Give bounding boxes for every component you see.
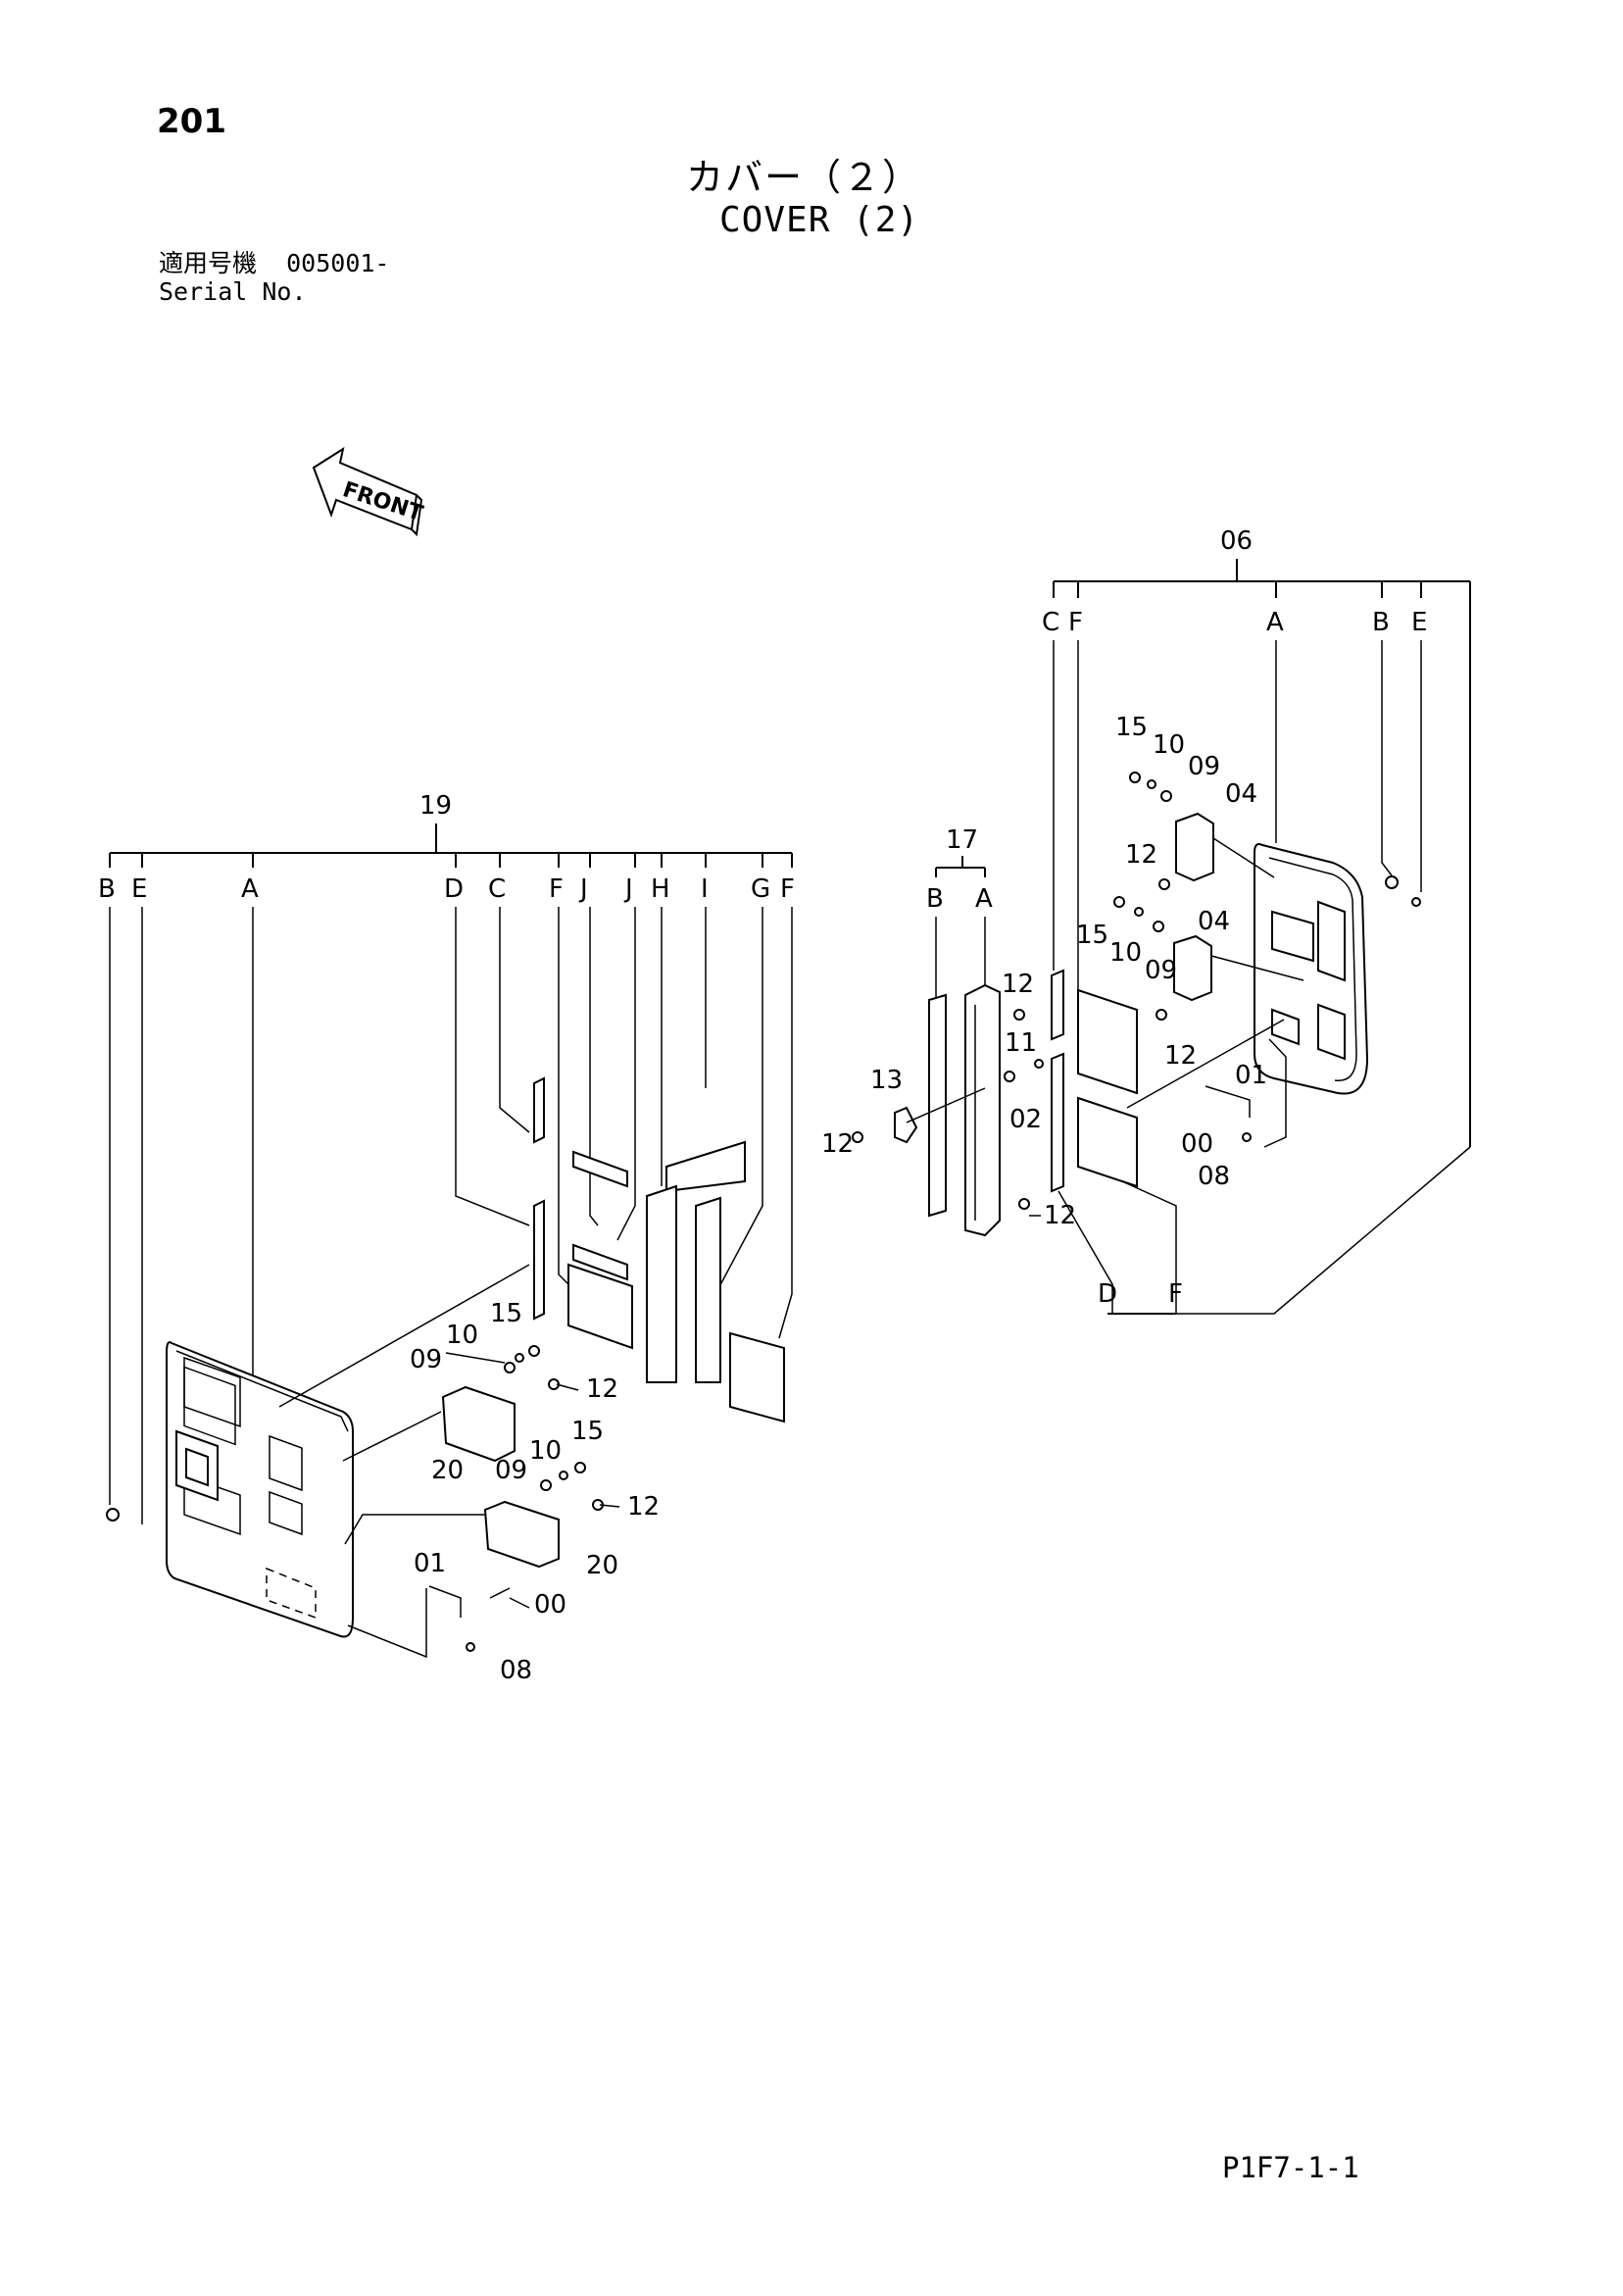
right-seal-strips: D F [1051,969,1183,1315]
callout-00-a: 00 [534,1590,566,1620]
callout-12-g: 12 [1164,1041,1197,1071]
callout-11: 11 [1005,1028,1037,1058]
left-fasteners [106,1345,604,1652]
right-brackets [1173,812,1214,1002]
g06-letter-a: A [1266,608,1284,637]
g19-letter-a: A [241,874,259,904]
left-cover-panel [166,1341,354,1638]
callout-15-d: 15 [1076,921,1108,950]
callout-15-b: 15 [571,1417,604,1446]
left-panel-latch [175,1429,219,1502]
g19-letter-f: F [549,874,564,904]
callout-20-a: 20 [431,1456,464,1485]
callout-15-a: 15 [490,1299,522,1328]
right-callouts: 15 10 09 04 12 15 10 09 04 12 01 00 08 [1076,713,1267,1191]
right-fasteners [1113,772,1421,1142]
callout-12-d: 12 [821,1129,854,1159]
callout-10-a: 10 [446,1321,478,1350]
g17-letter-b: B [926,884,944,914]
callout-09-a: 09 [410,1345,442,1374]
serial-line-japanese: 適用号機 005001- [159,250,389,277]
callout-12-c: 12 [1002,970,1034,999]
serial-value: 005001- [286,249,390,277]
callout-13: 13 [870,1066,903,1095]
callout-10-d: 10 [1109,938,1142,968]
callout-01-a: 01 [414,1549,446,1578]
callout-12-b: 12 [627,1492,660,1522]
callout-08-b: 08 [1198,1162,1230,1191]
group-17-number: 17 [946,825,978,855]
group-17-bracket: 17 B A 12 11 02 13 12 12 [821,825,1076,1237]
g19-letter-c: C [488,874,506,904]
figure-code: P1F7-1-1 [1222,2151,1359,2184]
page-title-english: COVER (2) [719,200,920,240]
g06-letter-f: F [1068,608,1083,637]
callout-09-b: 09 [495,1456,527,1485]
page-number: 201 [157,102,226,141]
group-06-number: 06 [1220,526,1253,556]
callout-12-e: 12 [1044,1201,1076,1230]
callout-01-b: 01 [1235,1061,1267,1090]
front-arrow-icon: FRONT [312,446,425,537]
g19-letter-i: I [701,874,709,904]
g19-letter-f2: F [780,874,795,904]
serial-label-ja: 適用号機 [159,249,258,277]
g06-letter-e: E [1411,608,1427,637]
serial-label-english: Serial No. [159,277,307,306]
callout-20-b: 20 [586,1551,618,1580]
group-19-number: 19 [419,791,452,821]
callout-00-b: 00 [1181,1129,1213,1159]
g19-letter-j2: J [623,874,633,904]
callout-04-a: 04 [1225,779,1257,809]
g06-letter-b: B [1372,608,1390,637]
group-19-bracket: 19 B E A D C F J J H I G F [98,791,795,1524]
callout-02: 02 [1009,1105,1042,1134]
g19-letter-d: D [444,874,464,904]
g19-letter-j1: J [578,874,588,904]
right-cover-panel [1254,843,1369,1095]
g19-letter-b: B [98,874,116,904]
callout-10-c: 10 [1153,730,1185,760]
page-title-japanese: カバー（２） [686,156,922,199]
callout-09-d: 09 [1145,956,1177,985]
callout-09-c: 09 [1188,752,1220,781]
g17-letter-a: A [975,884,993,914]
left-seal-strips [533,1076,785,1423]
group-06-bracket: 06 C F A B E [1042,526,1471,1315]
g19-letter-h: H [651,874,670,904]
left-brackets [441,1385,560,1569]
g06-bottom-letter-f: F [1168,1279,1183,1309]
callout-15-c: 15 [1115,713,1148,742]
callout-04-b: 04 [1198,907,1230,936]
g19-letter-g: G [751,874,770,904]
left-callouts: 15 10 09 12 20 10 15 09 12 20 01 00 08 [410,1299,660,1685]
callout-12-a: 12 [586,1374,618,1404]
callout-10-b: 10 [529,1436,562,1466]
callout-12-f: 12 [1125,840,1157,870]
left-panel-vent-grilles [183,1356,303,1536]
g06-bottom-letter-d: D [1098,1279,1117,1309]
callout-08-a: 08 [500,1656,532,1685]
g19-letter-e: E [131,874,147,904]
g06-letter-c: C [1042,608,1059,637]
